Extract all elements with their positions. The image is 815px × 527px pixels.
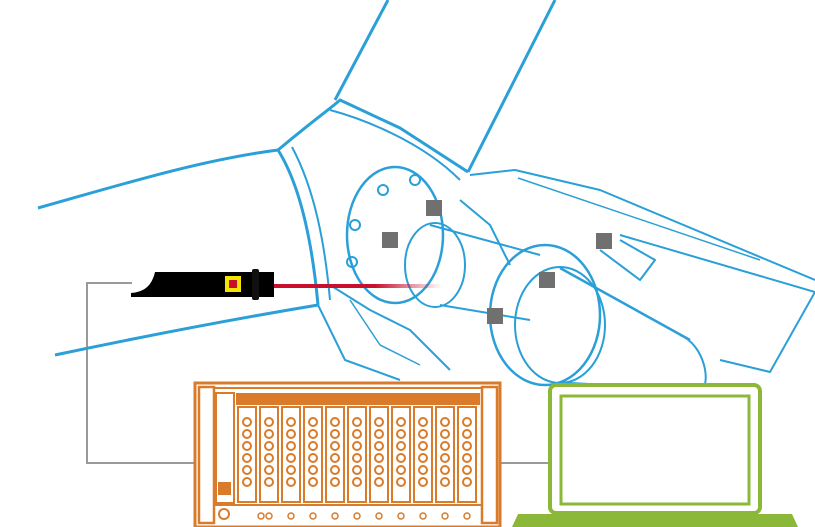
connector-icon	[264, 477, 274, 487]
sensor-icon	[596, 233, 612, 249]
connector-icon	[330, 465, 340, 475]
connector-icon	[440, 441, 450, 451]
connector-icon	[330, 441, 340, 451]
connector-icon	[418, 441, 428, 451]
connector-icon	[242, 477, 252, 487]
connector-icon	[374, 441, 384, 451]
connector-icon	[396, 477, 406, 487]
sensor-icon	[382, 232, 398, 248]
connector-icon	[374, 429, 384, 439]
connector-icon	[352, 441, 362, 451]
connector-icon	[440, 453, 450, 463]
connector-icon	[396, 441, 406, 451]
sensor-icon	[539, 272, 555, 288]
connector-icon	[330, 417, 340, 427]
connector-icon	[352, 453, 362, 463]
connector-icon	[418, 465, 428, 475]
daq-module	[303, 406, 323, 520]
connector-icon	[264, 465, 274, 475]
daq-module	[413, 406, 433, 520]
connector-icon	[440, 417, 450, 427]
connector-icon	[286, 417, 296, 427]
connector-icon	[374, 417, 384, 427]
connector-icon	[308, 417, 318, 427]
connector-icon	[264, 417, 274, 427]
connector-icon	[308, 453, 318, 463]
connector-icon	[242, 453, 252, 463]
connector-icon	[462, 453, 472, 463]
connector-icon	[462, 477, 472, 487]
connector-icon	[462, 429, 472, 439]
connector-icon	[396, 429, 406, 439]
connector-icon	[462, 441, 472, 451]
connector-icon	[308, 429, 318, 439]
daq-module	[369, 406, 389, 520]
connector-icon	[418, 477, 428, 487]
connector-icon	[264, 429, 274, 439]
connector-icon	[396, 453, 406, 463]
daq-module	[457, 406, 477, 520]
daq-chassis-icon	[193, 381, 502, 527]
connector-icon	[308, 477, 318, 487]
connector-icon	[352, 465, 362, 475]
connector-icon	[242, 465, 252, 475]
connector-icon	[286, 465, 296, 475]
connector-icon	[264, 453, 274, 463]
connector-icon	[330, 429, 340, 439]
connector-icon	[242, 429, 252, 439]
connector-icon	[462, 465, 472, 475]
sensor-icon	[487, 308, 503, 324]
daq-module	[281, 406, 301, 520]
connector-icon	[374, 477, 384, 487]
laser-beam	[274, 284, 442, 288]
wind-turbine-drivetrain-icon	[37, 0, 815, 393]
laser-vibrometer-icon	[131, 269, 442, 300]
daq-module	[237, 406, 265, 520]
connector-icon	[330, 477, 340, 487]
connector-icon	[286, 477, 296, 487]
connector-icon	[264, 441, 274, 451]
connector-icon	[462, 417, 472, 427]
sensor-icon	[426, 200, 442, 216]
connector-icon	[286, 453, 296, 463]
connector-icon	[242, 417, 252, 427]
connector-icon	[242, 441, 252, 451]
connector-icon	[418, 453, 428, 463]
connector-icon	[440, 477, 450, 487]
connector-icon	[418, 429, 428, 439]
connector-icon	[352, 417, 362, 427]
cable	[86, 282, 195, 464]
connector-icon	[440, 429, 450, 439]
laptop-icon	[512, 383, 798, 527]
connector-icon	[440, 465, 450, 475]
connector-icon	[374, 465, 384, 475]
daq-module	[325, 406, 345, 520]
daq-module	[391, 406, 411, 520]
connector-icon	[308, 465, 318, 475]
accelerometer-sensors	[382, 200, 612, 324]
connector-icon	[352, 477, 362, 487]
connector-icon	[352, 429, 362, 439]
connector-icon	[330, 453, 340, 463]
daq-module	[259, 406, 279, 520]
connector-icon	[418, 417, 428, 427]
connector-icon	[308, 441, 318, 451]
connector-icon	[286, 429, 296, 439]
daq-module	[347, 406, 367, 520]
connector-icon	[374, 453, 384, 463]
daq-module	[435, 406, 455, 520]
connector-icon	[396, 465, 406, 475]
connector-icon	[396, 417, 406, 427]
connector-icon	[286, 441, 296, 451]
